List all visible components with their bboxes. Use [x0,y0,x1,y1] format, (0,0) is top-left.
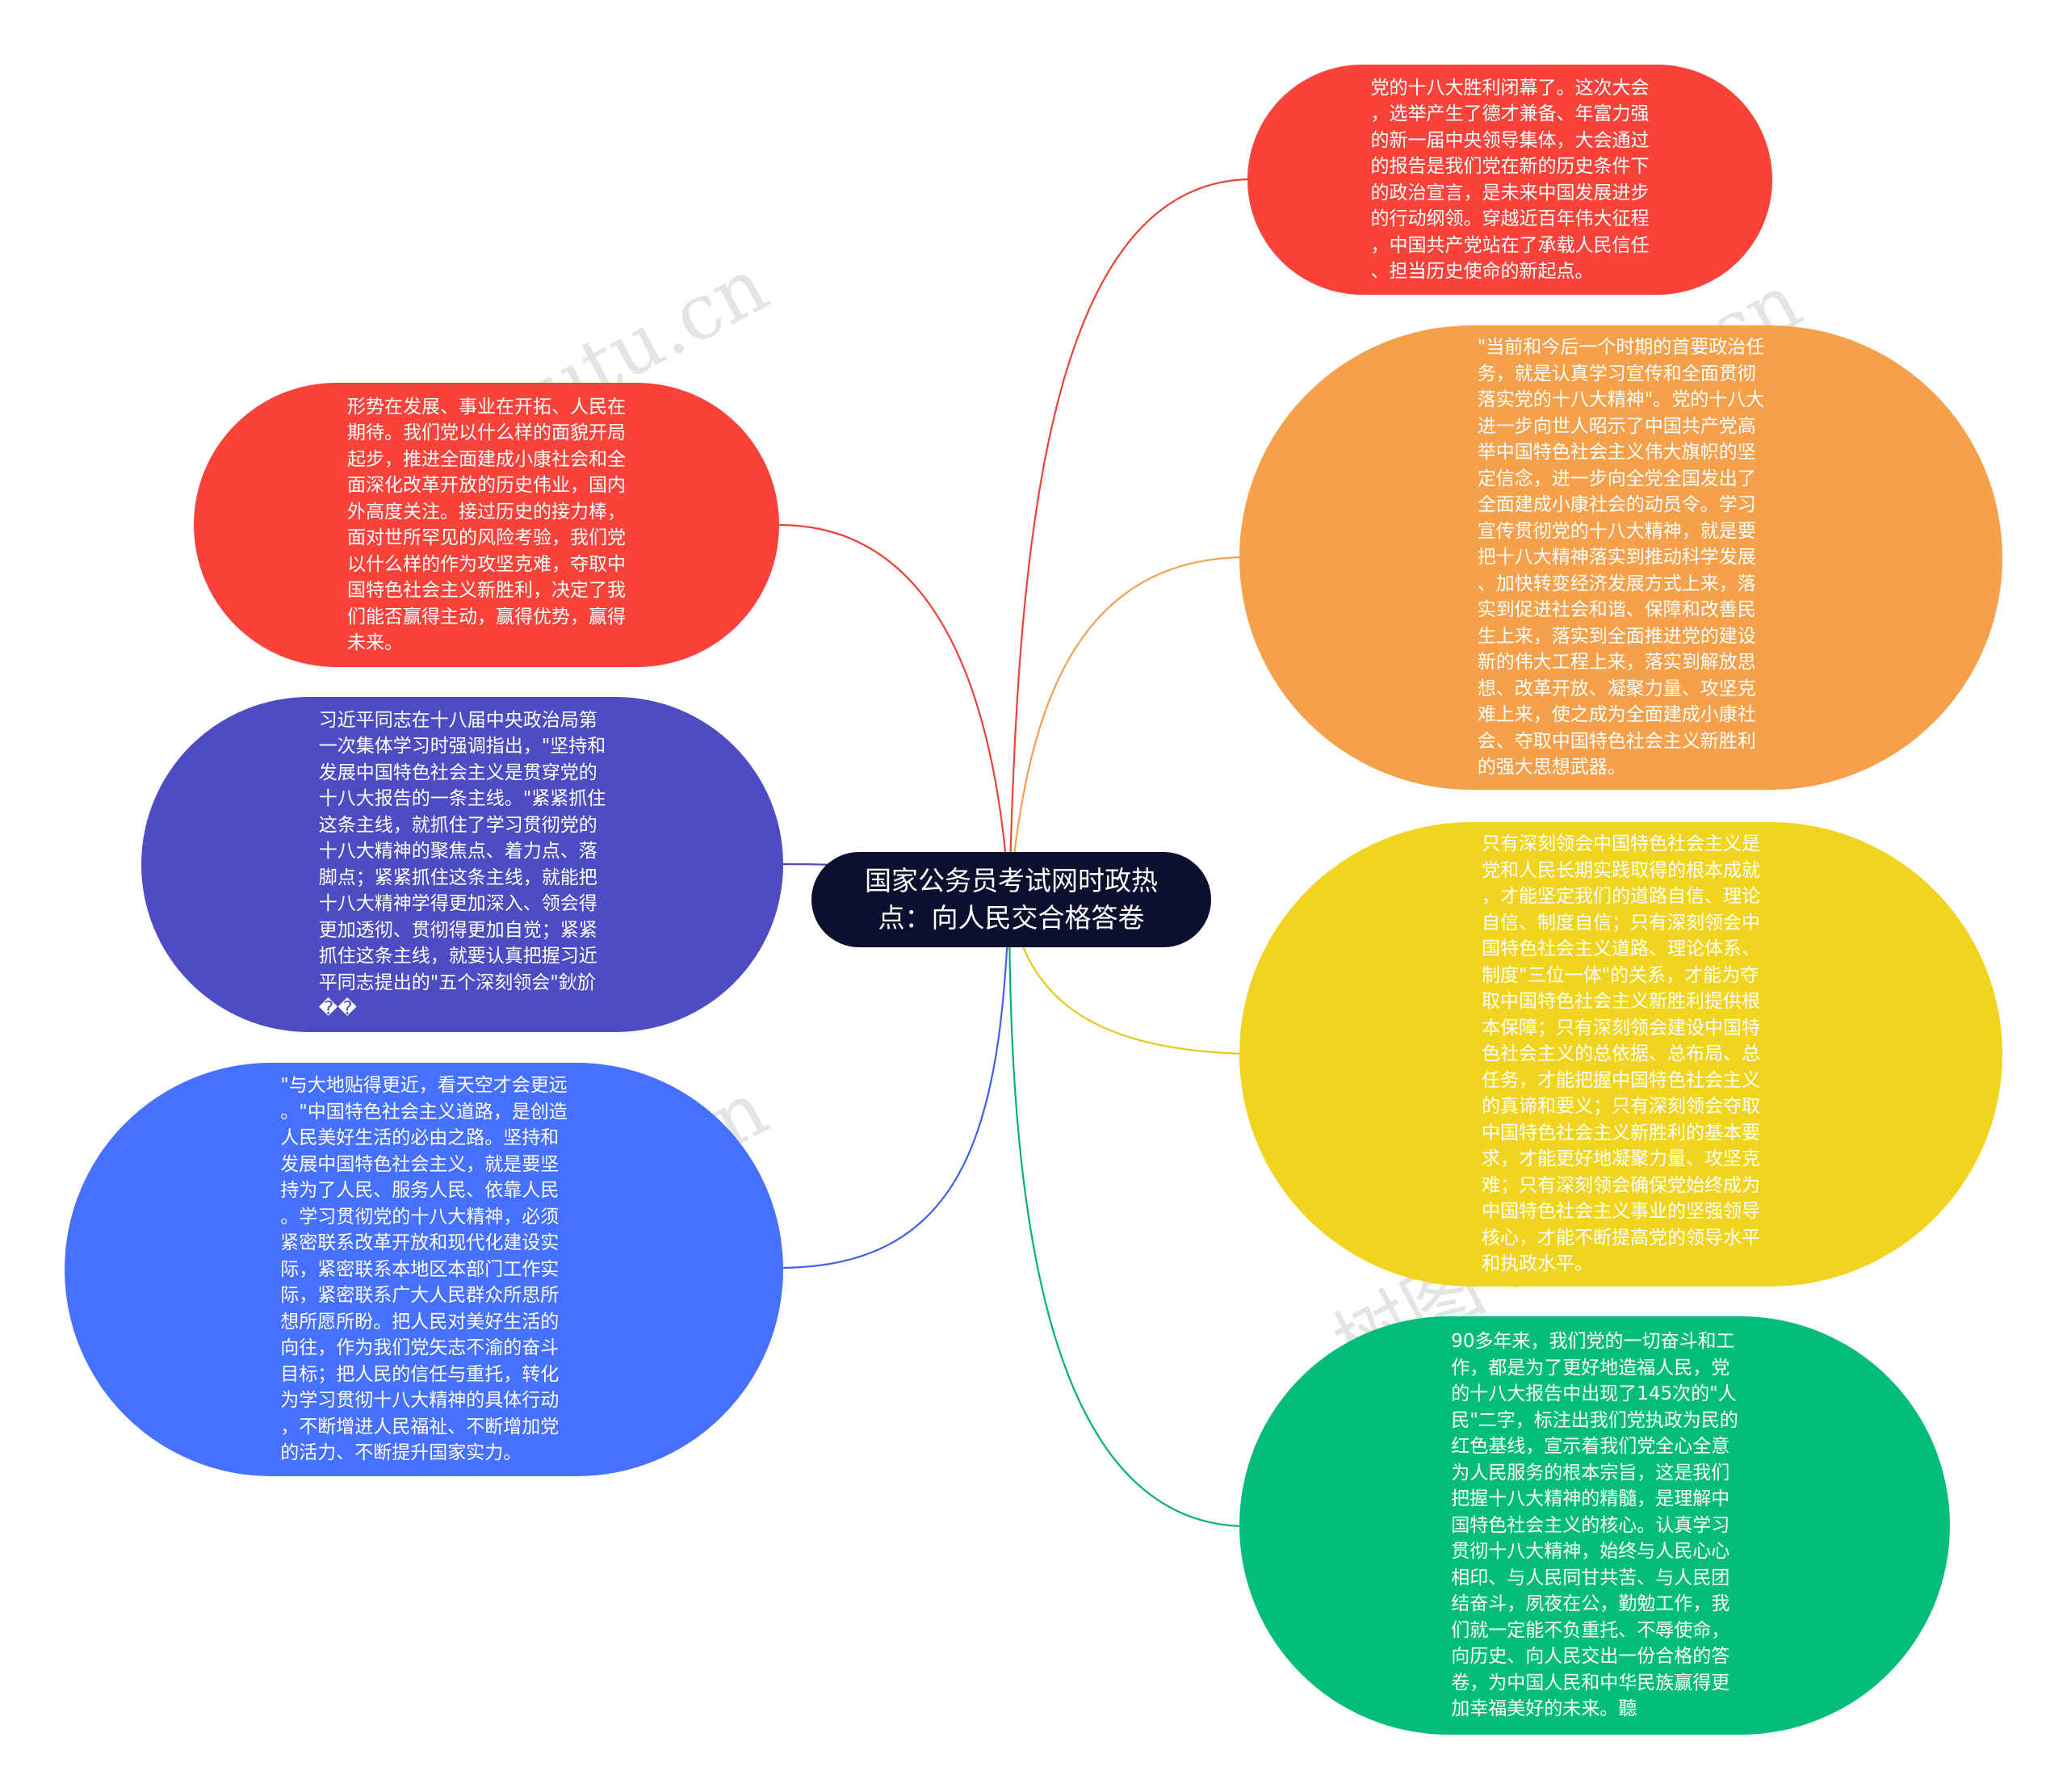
branch-node-r4[interactable]: 90多年来，我们党的一切奋斗和工 作，都是为了更好地造福人民，党 的十八大报告中… [1239,1316,1950,1735]
branch-node-r3[interactable]: 只有深刻领会中国特色社会主义是 党和人民长期实践取得的根本成就 ，才能坚定我们的… [1239,822,2002,1286]
branch-node-r2[interactable]: "当前和今后一个时期的首要政治任 务，就是认真学习宣传和全面贯彻 落实党的十八大… [1239,325,2002,790]
branch-node-l2[interactable]: 习近平同志在十八届中央政治局第 一次集体学习时强调指出，"坚持和 发展中国特色社… [141,697,783,1032]
branch-text-l1: 形势在发展、事业在开拓、人民在 期待。我们党以什么样的面貌开局 起步，推进全面建… [347,396,626,654]
branch-node-r1[interactable]: 党的十八大胜利闭幕了。这次大会 ，选举产生了德才兼备、年富力强 的新一届中央领导… [1247,65,1772,295]
connector-r4 [1008,899,1248,1528]
branch-node-l3[interactable]: "与大地贴得更近，看天空才会更远 。"中国特色社会主义道路，是创造 人民美好生活… [65,1063,783,1476]
branch-text-l3: "与大地贴得更近，看天空才会更远 。"中国特色社会主义道路，是创造 人民美好生活… [280,1075,568,1464]
connector-l3 [778,899,1011,1270]
connector-r2 [1008,556,1248,900]
branch-text-r2: "当前和今后一个时期的首要政治任 务，就是认真学习宣传和全面贯彻 落实党的十八大… [1477,337,1765,778]
branch-node-l1[interactable]: 形势在发展、事业在开拓、人民在 期待。我们党以什么样的面貌开局 起步，推进全面建… [194,383,779,667]
center-topic-title: 国家公务员考试网时政热 点：向人民交合格答卷 [865,865,1158,934]
branch-text-l2: 习近平同志在十八届中央政治局第 一次集体学习时强调指出，"坚持和 发展中国特色社… [318,709,606,1020]
branch-text-r4: 90多年来，我们党的一切奋斗和工 作，都是为了更好地造福人民，党 的十八大报告中… [1451,1331,1738,1720]
branch-text-r3: 只有深刻领会中国特色社会主义是 党和人民长期实践取得的根本成就 ，才能坚定我们的… [1482,833,1760,1275]
branch-text-r1: 党的十八大胜利闭幕了。这次大会 ，选举产生了德才兼备、年富力强 的新一届中央领导… [1370,77,1650,283]
connector-r1 [1008,178,1248,900]
center-topic[interactable]: 国家公务员考试网时政热 点：向人民交合格答卷 [811,852,1211,947]
connector-l1 [778,523,1011,900]
